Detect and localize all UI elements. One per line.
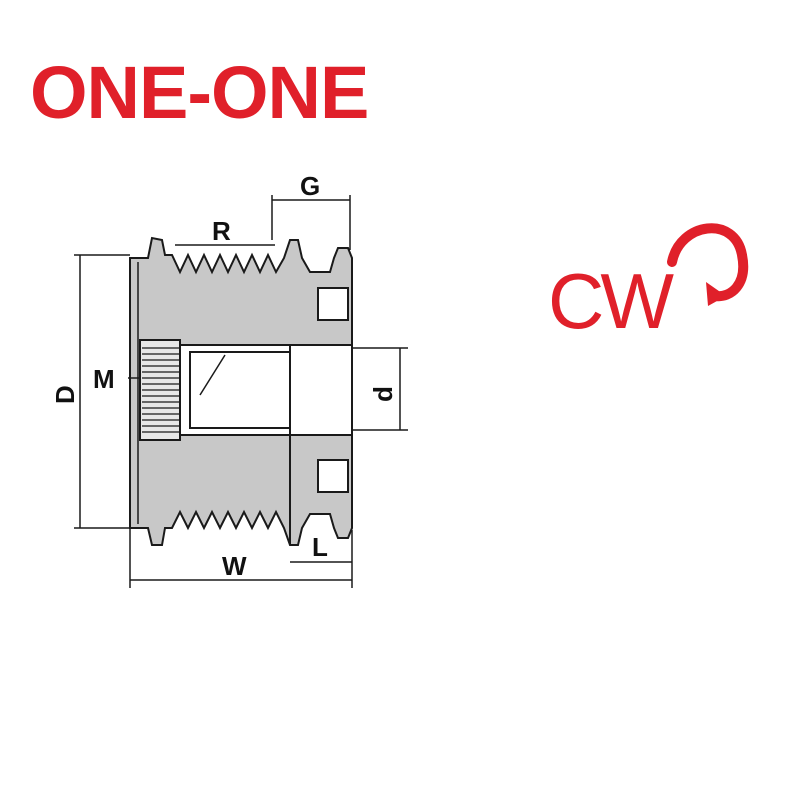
pulley-drawing bbox=[129, 236, 353, 546]
dim-label-w: W bbox=[222, 551, 247, 581]
dim-label-d-outer: D bbox=[50, 385, 80, 404]
brand-title: ONE-ONE bbox=[30, 51, 369, 134]
upper-slot bbox=[317, 287, 349, 321]
clockwise-arrow-icon bbox=[667, 223, 749, 302]
dim-label-l: L bbox=[312, 532, 328, 562]
dim-label-d-inner: d bbox=[368, 386, 398, 402]
rotation-mark: CW bbox=[548, 223, 749, 345]
dim-label-g: G bbox=[300, 171, 320, 201]
dimension-lines bbox=[74, 195, 408, 588]
shaft bbox=[189, 351, 291, 429]
lower-slot bbox=[317, 459, 349, 493]
rotation-label: CW bbox=[548, 257, 674, 345]
arrow-head bbox=[706, 282, 726, 306]
dim-label-m: M bbox=[93, 364, 115, 394]
dim-label-r: R bbox=[212, 216, 231, 246]
